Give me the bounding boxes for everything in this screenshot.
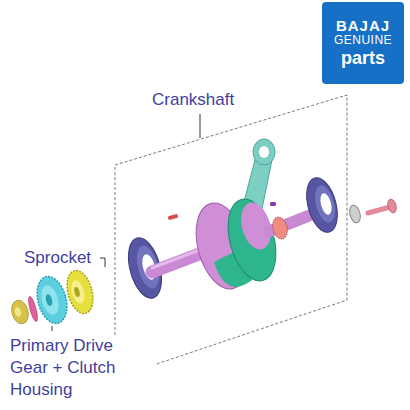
bolt [368,198,398,214]
washer [348,204,362,224]
pin [168,214,179,220]
logo-text: parts [341,48,385,69]
bearing [301,174,343,235]
logo-text: BAJAJ [336,17,390,34]
nut [9,298,31,325]
part-label: Sprocket [24,247,91,269]
leader-line [200,114,201,138]
sprocket [63,268,98,317]
leader-line [52,326,53,331]
primary-drive-gear [32,273,71,327]
crank-web [220,194,284,287]
logo-text: GENUINE [334,34,392,48]
pin [270,202,276,206]
leader-line [100,258,105,267]
part-label: Primary Drive Gear + Clutch Housing [10,335,155,401]
crank-gear [270,216,289,241]
part-label: Crankshaft [152,89,234,111]
logo-badge: BAJAJGENUINEparts [322,2,404,84]
